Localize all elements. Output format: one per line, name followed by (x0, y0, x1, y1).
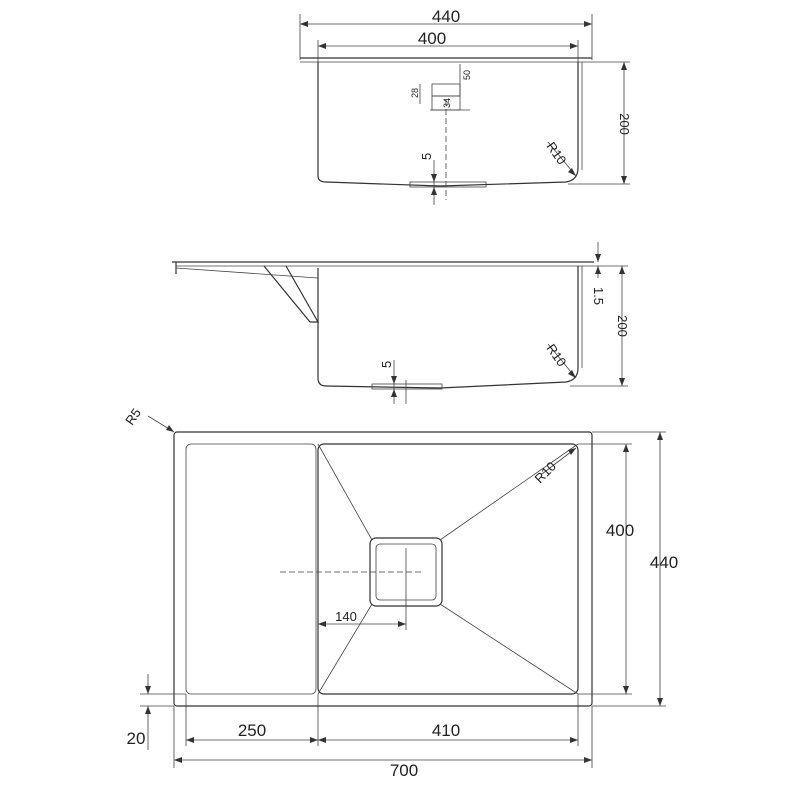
dim-bowl-corner-radius: R10 (532, 459, 559, 486)
dim-top-drain-depth: 5 (419, 153, 434, 160)
dim-outer-corner-radius: R5 (122, 405, 144, 427)
dim-bowl-width: 410 (432, 721, 460, 740)
dim-side-drain-depth: 5 (379, 361, 394, 368)
dim-total-height: 440 (650, 553, 678, 572)
plan-view: 140 R5 R10 400 440 20 (122, 405, 678, 780)
dim-top-inner-width: 400 (418, 29, 446, 48)
dim-side-depth: 200 (615, 315, 630, 337)
dim-drain-offset: 140 (335, 609, 357, 624)
dim-rim: 20 (127, 729, 146, 748)
dim-drain-a: 50 (462, 70, 472, 80)
dim-top-outer-width: 440 (432, 7, 460, 26)
dim-side-thickness: 1.5 (591, 287, 606, 305)
side-section-view: 200 1.5 R10 5 (172, 242, 630, 404)
front-section-view: 440 400 200 R10 5 50 28 34 (299, 7, 632, 205)
dim-drain-c: 34 (442, 98, 452, 108)
dim-total-width: 700 (390, 761, 418, 780)
dim-drain-b: 28 (410, 88, 420, 98)
dim-drainboard-width: 250 (238, 721, 266, 740)
dim-bowl-height: 400 (606, 521, 634, 540)
dim-top-depth: 200 (617, 113, 632, 135)
